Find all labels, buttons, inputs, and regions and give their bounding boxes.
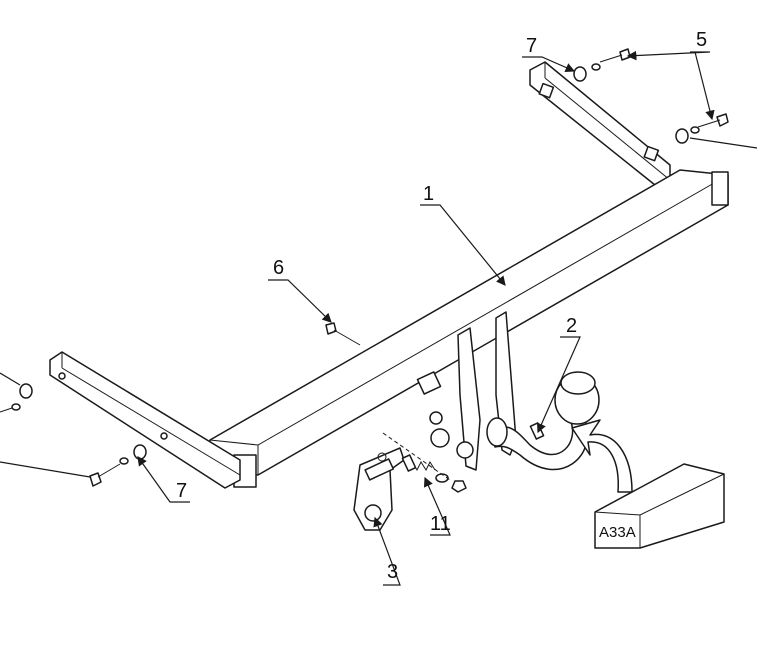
socket-plate (353, 447, 405, 531)
electrical-box-label: A33A (599, 524, 636, 541)
fasteners (0, 48, 729, 487)
right-mounting-bracket (529, 61, 671, 186)
left-mounting-bracket (49, 351, 241, 489)
callout-part-3: 3 (387, 561, 398, 583)
main-crossbar (209, 169, 729, 488)
callout-leaders (0, 50, 757, 586)
callout-part-11: 11 (430, 513, 451, 535)
direction-arrow (571, 419, 633, 493)
tow-ball-neck (486, 371, 600, 471)
callout-part-2: 2 (566, 315, 577, 337)
callout-part-1: 1 (423, 183, 434, 205)
callout-part-7-top: 7 (526, 35, 537, 57)
callout-part-6: 6 (273, 257, 284, 279)
spring-bolt-assembly (382, 432, 467, 493)
callout-part-5: 5 (696, 29, 707, 51)
callout-labels: 1 2 3 5 6 7 7 11 (176, 29, 707, 583)
callout-part-7-bottom: 7 (176, 480, 187, 502)
electrical-kit-box: A33A (594, 463, 725, 549)
